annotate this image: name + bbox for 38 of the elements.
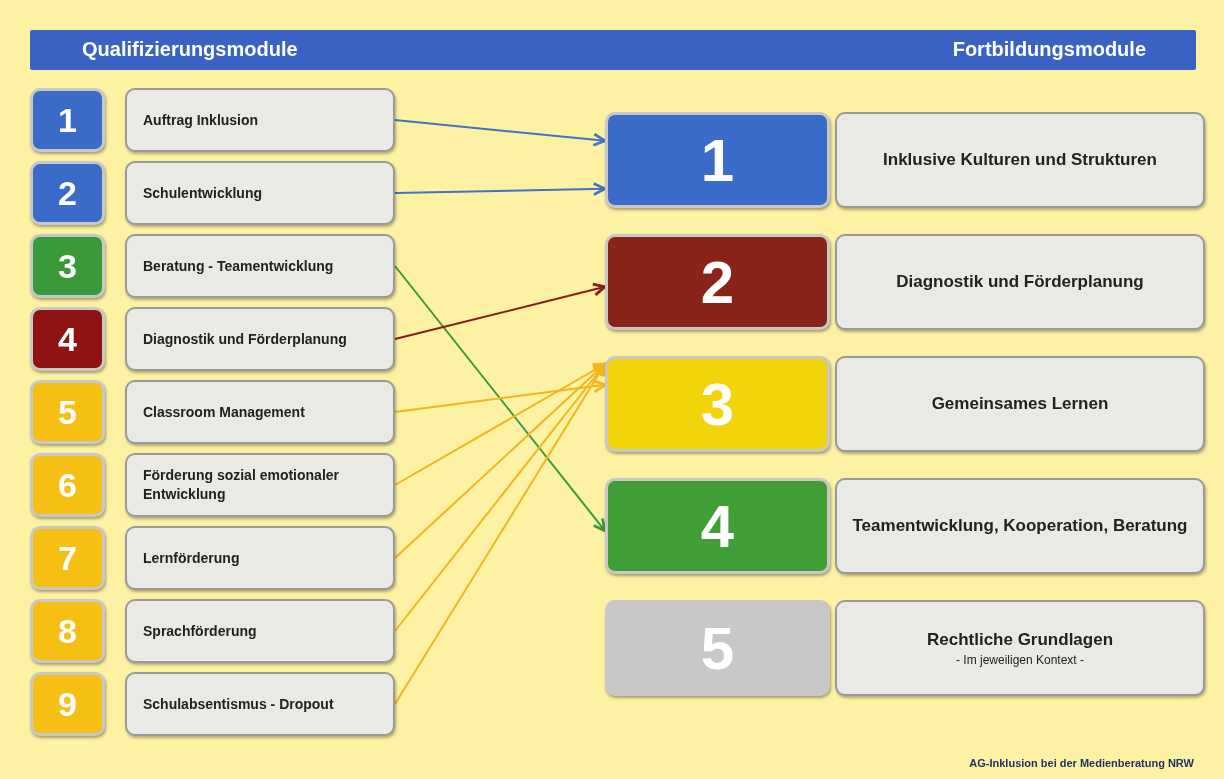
- arrow: [394, 282, 607, 340]
- arrow: [394, 362, 607, 705]
- module-number-box: 5: [30, 380, 105, 444]
- module-title-box: Beratung - Teamentwicklung: [125, 234, 395, 298]
- module-number-box: 2: [30, 161, 105, 225]
- module-number-box: 3: [605, 356, 830, 452]
- module-number-box: 3: [30, 234, 105, 298]
- module-title-box: Diagnostik und Förderplanung: [835, 234, 1205, 330]
- module-title-box: Schulabsentismus - Dropout: [125, 672, 395, 736]
- module-subtitle: - Im jeweiligen Kontext -: [955, 652, 1085, 667]
- module-number-box: 1: [605, 112, 830, 208]
- module-number-box: 4: [605, 478, 830, 574]
- module-title-box: Teamentwicklung, Kooperation, Beratung: [835, 478, 1205, 574]
- module-title-box: Schulentwicklung: [125, 161, 395, 225]
- module-title-box: Diagnostik und Förderplanung: [125, 307, 395, 371]
- module-number-box: 6: [30, 453, 105, 517]
- module-title-box: Sprachförderung: [125, 599, 395, 663]
- column-heading: Fortbildungsmodule: [952, 38, 1146, 61]
- module-number-box: 4: [30, 307, 105, 371]
- module-number-box: 2: [605, 234, 830, 330]
- module-title-box: Auftrag Inklusion: [125, 88, 395, 152]
- module-title-box: [835, 600, 1205, 696]
- module-number-box: 9: [30, 672, 105, 736]
- module-title: Rechtliche Grundlagen: [926, 629, 1114, 650]
- arrow: [394, 379, 607, 413]
- arrow: [394, 119, 607, 147]
- arrow: [394, 265, 607, 533]
- arrow: [394, 182, 607, 196]
- footer-credit: AG-Inklusion bei der Medienberatung NRW: [969, 757, 1194, 769]
- module-title-box: Inklusive Kulturen und Strukturen: [835, 112, 1205, 208]
- module-number-box: 8: [30, 599, 105, 663]
- module-number-box: 7: [30, 526, 105, 590]
- module-title-box: Förderung sozial emotionaler Entwicklung: [125, 453, 395, 517]
- module-number-box: 1: [30, 88, 105, 152]
- column-heading: Qualifizierungsmodule: [82, 38, 298, 61]
- module-title-box: Gemeinsames Lernen: [835, 356, 1205, 452]
- module-title-box: Lernförderung: [125, 526, 395, 590]
- module-title-box: Classroom Management: [125, 380, 395, 444]
